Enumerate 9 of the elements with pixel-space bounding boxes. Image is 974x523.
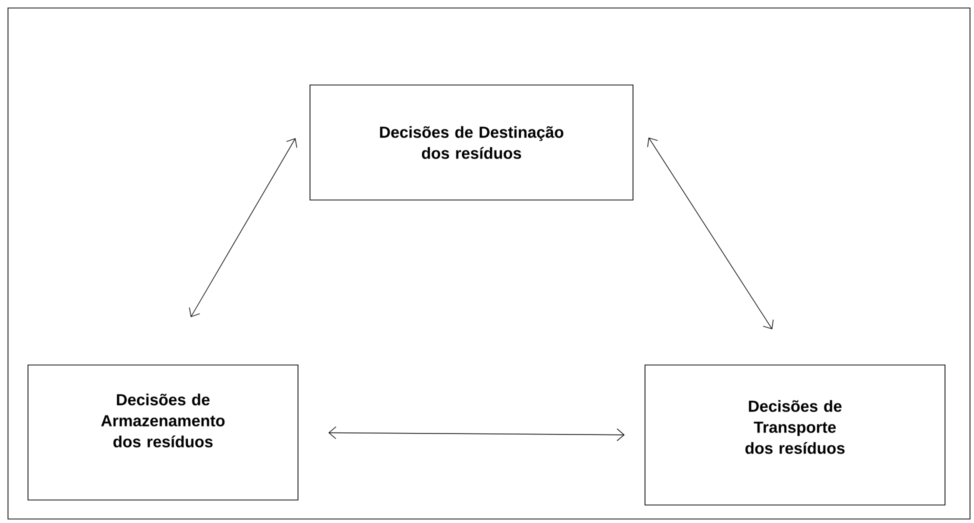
decision-box [644, 364, 946, 506]
decision-box [310, 84, 634, 200]
decision-box [28, 364, 298, 500]
box-label: Decisões de Transporte dos resíduos [745, 400, 845, 454]
double-arrow [328, 426, 625, 442]
double-arrow [647, 137, 774, 330]
box-label: Decisões de Armazenamento dos resíduos [101, 394, 225, 448]
box-label: Decisões de Destinação dos resíduos [380, 126, 564, 159]
double-arrow [189, 138, 298, 318]
